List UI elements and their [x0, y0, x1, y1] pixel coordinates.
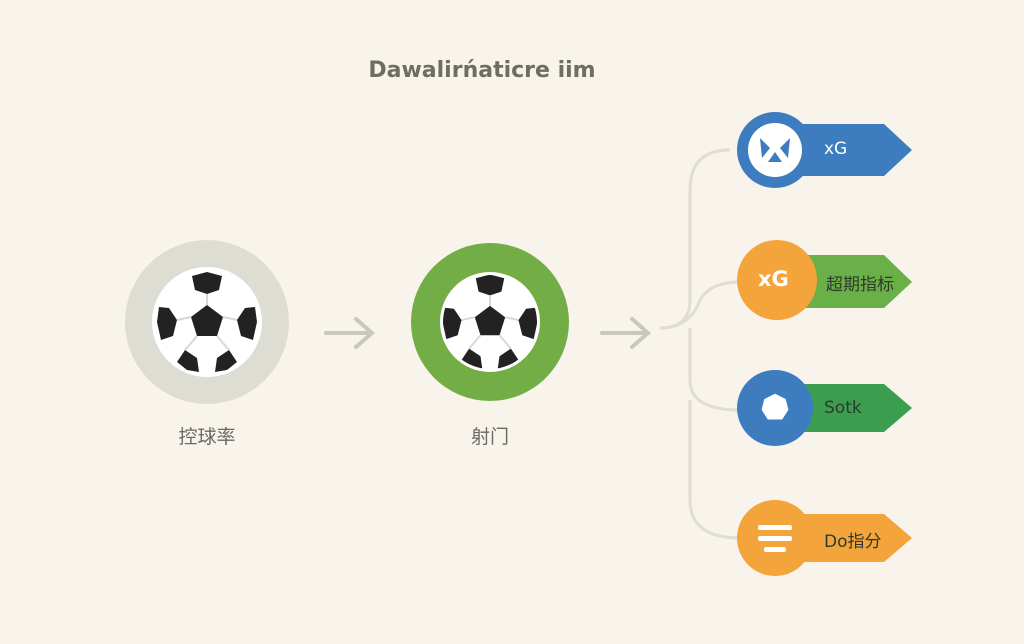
node-shots [411, 243, 569, 401]
arrow-right-icon [600, 317, 652, 349]
connector-lines [659, 148, 741, 540]
output-label-metric: 超期指标 [826, 275, 894, 295]
arrow-right-icon [324, 317, 376, 349]
diagram-title: Dawalirńaticre iim [368, 58, 596, 83]
output-label-sotk: Sotk [824, 398, 862, 418]
output-xg [737, 112, 912, 188]
menu-lines-icon [758, 525, 792, 552]
node-label-shots: 射门 [470, 426, 509, 448]
badge-icon [758, 390, 792, 423]
shield-icon [760, 138, 790, 162]
output-xg-metric [737, 240, 912, 320]
output-sotk [737, 370, 912, 446]
node-label-possession: 控球率 [178, 426, 236, 448]
output-icon-xg: xG [758, 267, 789, 291]
output-label-xg: xG [824, 139, 848, 159]
node-possession [125, 240, 289, 404]
output-do-index [737, 500, 912, 576]
output-label-do-index: Do指分 [824, 532, 882, 552]
